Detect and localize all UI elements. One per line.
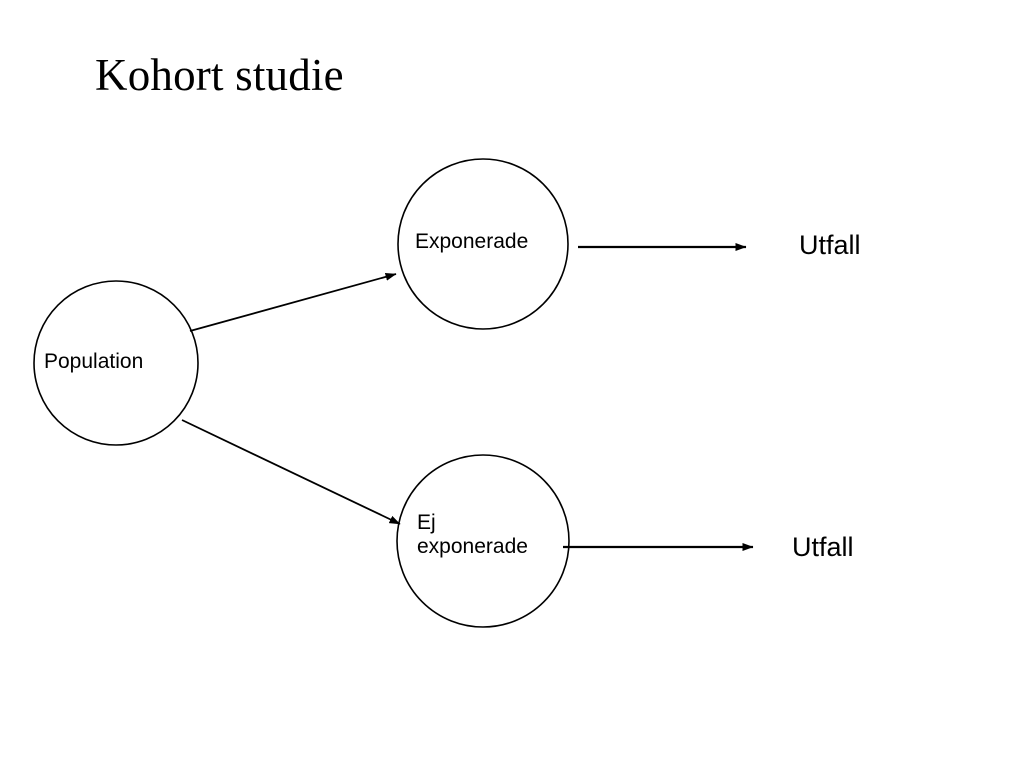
node-circle-ej-exponerade[interactable] [396, 454, 570, 628]
arrow-population-to-ej-exponerade [181, 419, 401, 525]
node-label-ej-exponerade: Ej exponerade [417, 511, 528, 558]
arrow-population-to-exponerade [189, 272, 397, 332]
node-label-population: Population [44, 350, 144, 373]
outcome-label-ej-exponerade: Utfall [792, 532, 854, 562]
node-circle-population[interactable] [33, 280, 199, 446]
outcome-label-exponerade: Utfall [799, 230, 861, 260]
page-title: Kohort studie [95, 50, 344, 100]
node-circle-exponerade[interactable] [397, 158, 569, 330]
node-label-exponerade: Exponerade [415, 230, 529, 253]
